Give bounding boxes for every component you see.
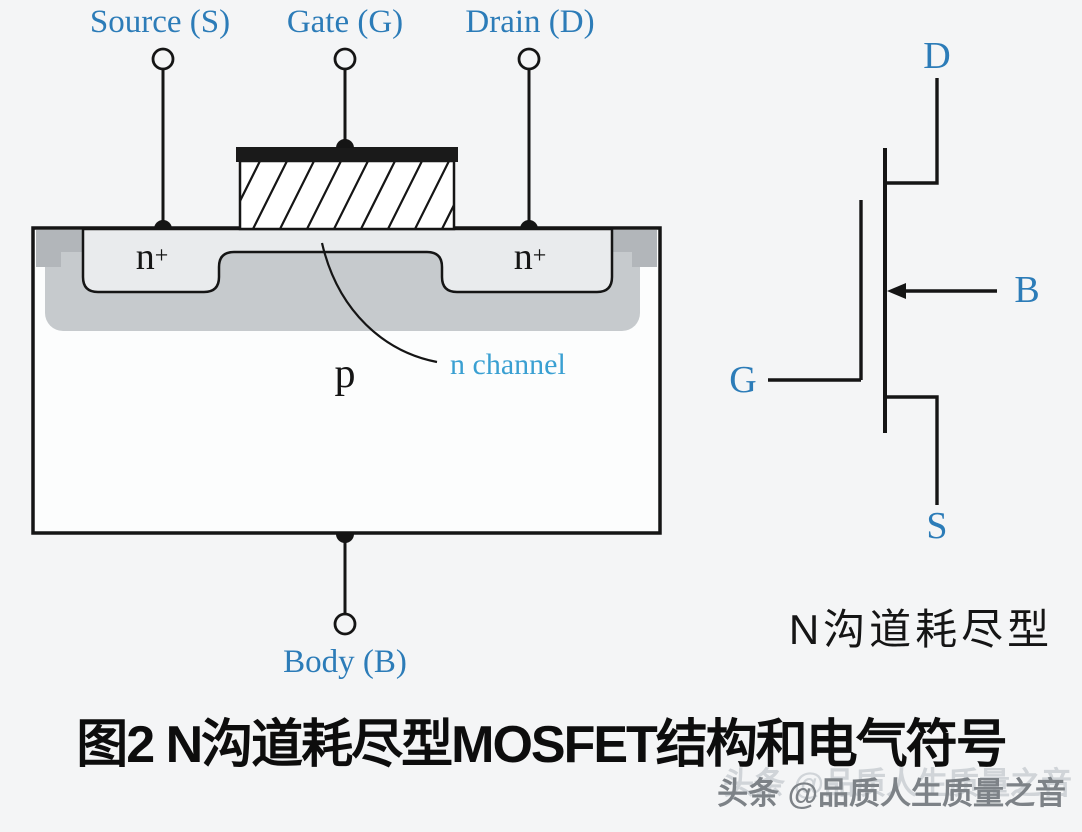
gate-metal-cap [236,147,458,162]
surface-layer-left [36,230,83,267]
n-plus-right-sup: + [532,243,547,269]
gate-contact-dome [336,139,354,148]
n-plus-wells-shape [81,227,614,294]
symbol-body-arrowhead [887,283,906,299]
drain-terminal-circle [517,47,541,71]
symbol-source-label: S [926,505,948,547]
symbol-body-label: B [1014,269,1040,311]
n-channel-label: n channel [450,348,566,381]
n-plus-left-sup: + [154,243,169,269]
surface-layer-right [610,230,657,267]
mosfet-cross-section [31,47,662,636]
terminal-leads [161,69,531,614]
gate-terminal-label: Gate (G) [286,4,404,40]
source-contact-dome [154,220,172,229]
watermark: 头条 @品质人生质量之音 [717,776,1066,811]
symbol-caption: N沟道耗尽型 [788,606,1054,653]
gate-oxide-block [238,159,456,231]
source-terminal-label: Source (S) [89,4,231,40]
terminal-circles [151,47,541,636]
drain-terminal-label: Drain (D) [465,4,595,40]
body-contact-dome [336,534,354,543]
n-plus-label-right: n+ [470,236,590,278]
source-terminal-circle [151,47,175,71]
mosfet-symbol [768,78,997,505]
n-channel-pointer-curve [320,242,438,364]
symbol-drain-lead [887,78,939,185]
symbol-source-lead [887,395,939,505]
contact-domes [154,139,538,543]
body-terminal-circle [333,612,357,636]
symbol-gate-label: G [729,359,757,401]
drain-contact-dome [520,220,538,229]
gate-hatch-pattern [240,161,454,229]
n-plus-right-base: n [513,236,533,278]
p-substrate-label: p [334,351,356,397]
n-plus-left-base: n [135,236,155,278]
symbol-drain-label: D [923,35,951,77]
body-terminal-label: Body (B) [283,644,407,680]
figure-caption: 图2 N沟道耗尽型MOSFET结构和电气符号 [76,716,1008,774]
gate-terminal-circle [333,47,357,71]
n-plus-label-left: n+ [92,236,212,278]
